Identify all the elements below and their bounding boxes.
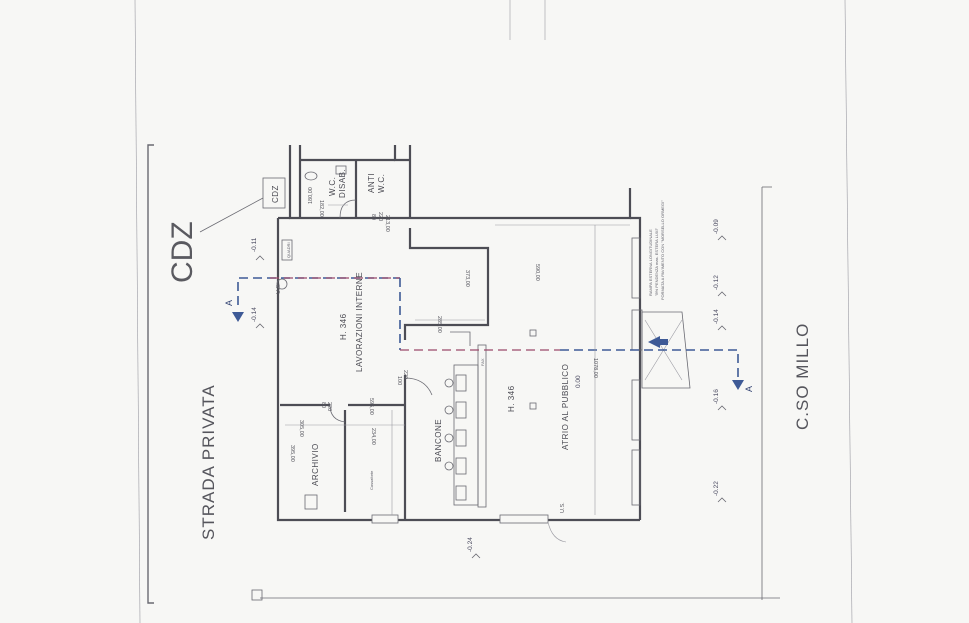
door-swing	[339, 199, 357, 219]
street-label-left: STRADA PRIVATA	[199, 384, 218, 540]
level-markers	[255, 235, 727, 559]
dimension-text: 220	[377, 212, 383, 221]
toilet-icon	[304, 171, 318, 181]
room-label-wc-disab: W.C.	[328, 177, 337, 196]
ramp-note: FORMATA A PAVIMENTO CON "MORSELLO ORMEGI…	[660, 200, 665, 300]
room-label-wc-disab-2: DISAB.	[338, 169, 347, 198]
dimension-text: 373,00	[464, 270, 470, 287]
room-height-lavorazioni: H. 346	[339, 313, 348, 340]
dimension-text: 80	[370, 214, 376, 220]
room-label-archivio: ARCHIVIO	[311, 443, 320, 486]
wall	[410, 188, 632, 220]
room-label-anti-2: W.C.	[377, 174, 386, 193]
window	[631, 379, 641, 441]
level-text: -0.09	[713, 219, 720, 234]
section-marker-right: A	[744, 386, 754, 392]
level-text: 0.00	[575, 375, 582, 388]
dimension-text: 180,00	[308, 187, 314, 204]
wall	[393, 145, 410, 162]
dimension-text: 1078,00	[592, 358, 598, 378]
cdz-small-label: CDZ	[271, 185, 280, 203]
door-swing	[329, 404, 346, 423]
dimension-text: 220	[402, 370, 408, 379]
dimension-text: 80	[320, 402, 326, 408]
ramp-note: RAMPA ESTERNA LONGITUDINALE	[648, 229, 653, 296]
safe-label: Cassaforte	[369, 470, 374, 490]
section-marker-left: A	[224, 300, 234, 306]
safe	[304, 494, 318, 510]
dimension-text: 395,00	[289, 445, 295, 462]
cdz-leader	[199, 197, 264, 233]
wall	[630, 216, 642, 520]
wall	[276, 218, 300, 522]
room-height-atrio: H. 346	[507, 385, 516, 412]
street-label-right: C.SO MILLO	[793, 323, 812, 430]
property-line-left	[147, 144, 154, 604]
small-room-marker	[281, 239, 293, 261]
section-line-a	[560, 349, 739, 380]
level-text: -0.24	[467, 537, 474, 552]
room-label-anti: ANTI	[367, 173, 376, 193]
dimension-text: 100	[396, 376, 402, 385]
sidewalk-marker	[251, 589, 263, 601]
level-text: -0.12	[713, 275, 720, 290]
paper-edge-line	[844, 0, 853, 623]
entrance-arrow	[648, 336, 660, 348]
ramp	[641, 311, 691, 389]
door-swing	[404, 377, 433, 396]
ramp-note: "8% PENDENZA mas. ESTERA LUXI"	[654, 227, 659, 296]
dimension-text: 285,00	[436, 316, 442, 333]
window	[499, 514, 549, 524]
dimension-text: 213,00	[384, 215, 390, 232]
sink-icon	[335, 165, 347, 175]
us-label-top: U.S.	[276, 283, 282, 294]
room-label-lavorazioni: LAVORAZIONI INTERNE	[355, 272, 364, 372]
door-swing	[450, 331, 471, 346]
level-text: -0.22	[713, 481, 720, 496]
door-swing	[547, 521, 567, 543]
level-text: -0.14	[713, 309, 720, 324]
dimension-text: 220	[326, 402, 332, 411]
level-text: -0.11	[251, 237, 258, 252]
section-arrow-right	[732, 380, 744, 390]
dimension-text: 590,00	[534, 264, 540, 281]
entrance-arrow-tail	[660, 339, 668, 345]
us-label-bottom: U.S.	[560, 502, 566, 513]
room-label-atrio: ATRIO AL PUBBLICO	[561, 364, 570, 450]
paper-edge-line	[134, 0, 141, 623]
dimension-text: 595,00	[368, 398, 374, 415]
level-text: -0.16	[713, 389, 720, 404]
wall	[288, 145, 410, 220]
level-text: -0.14	[251, 307, 258, 322]
fax-label: FAX	[480, 358, 485, 366]
wall	[403, 228, 490, 340]
dimension-text: 182,00	[318, 200, 324, 217]
window	[631, 237, 641, 299]
cdz-label: CDZ	[166, 221, 199, 283]
dimension-text: 234,00	[370, 428, 376, 445]
workstations	[444, 374, 467, 501]
window	[371, 514, 399, 524]
cdz-box	[262, 177, 286, 209]
outlet-symbol	[276, 278, 288, 290]
dimension-text: 305,00	[298, 420, 304, 437]
column	[529, 402, 537, 410]
section-line-a	[237, 277, 400, 305]
room-label-bancone: BANCONE	[434, 419, 443, 462]
column	[529, 329, 537, 337]
section-arrow-left	[232, 312, 244, 322]
quadri-label: QUADRI	[286, 242, 291, 258]
counter-inner	[477, 344, 487, 508]
window	[631, 449, 641, 506]
